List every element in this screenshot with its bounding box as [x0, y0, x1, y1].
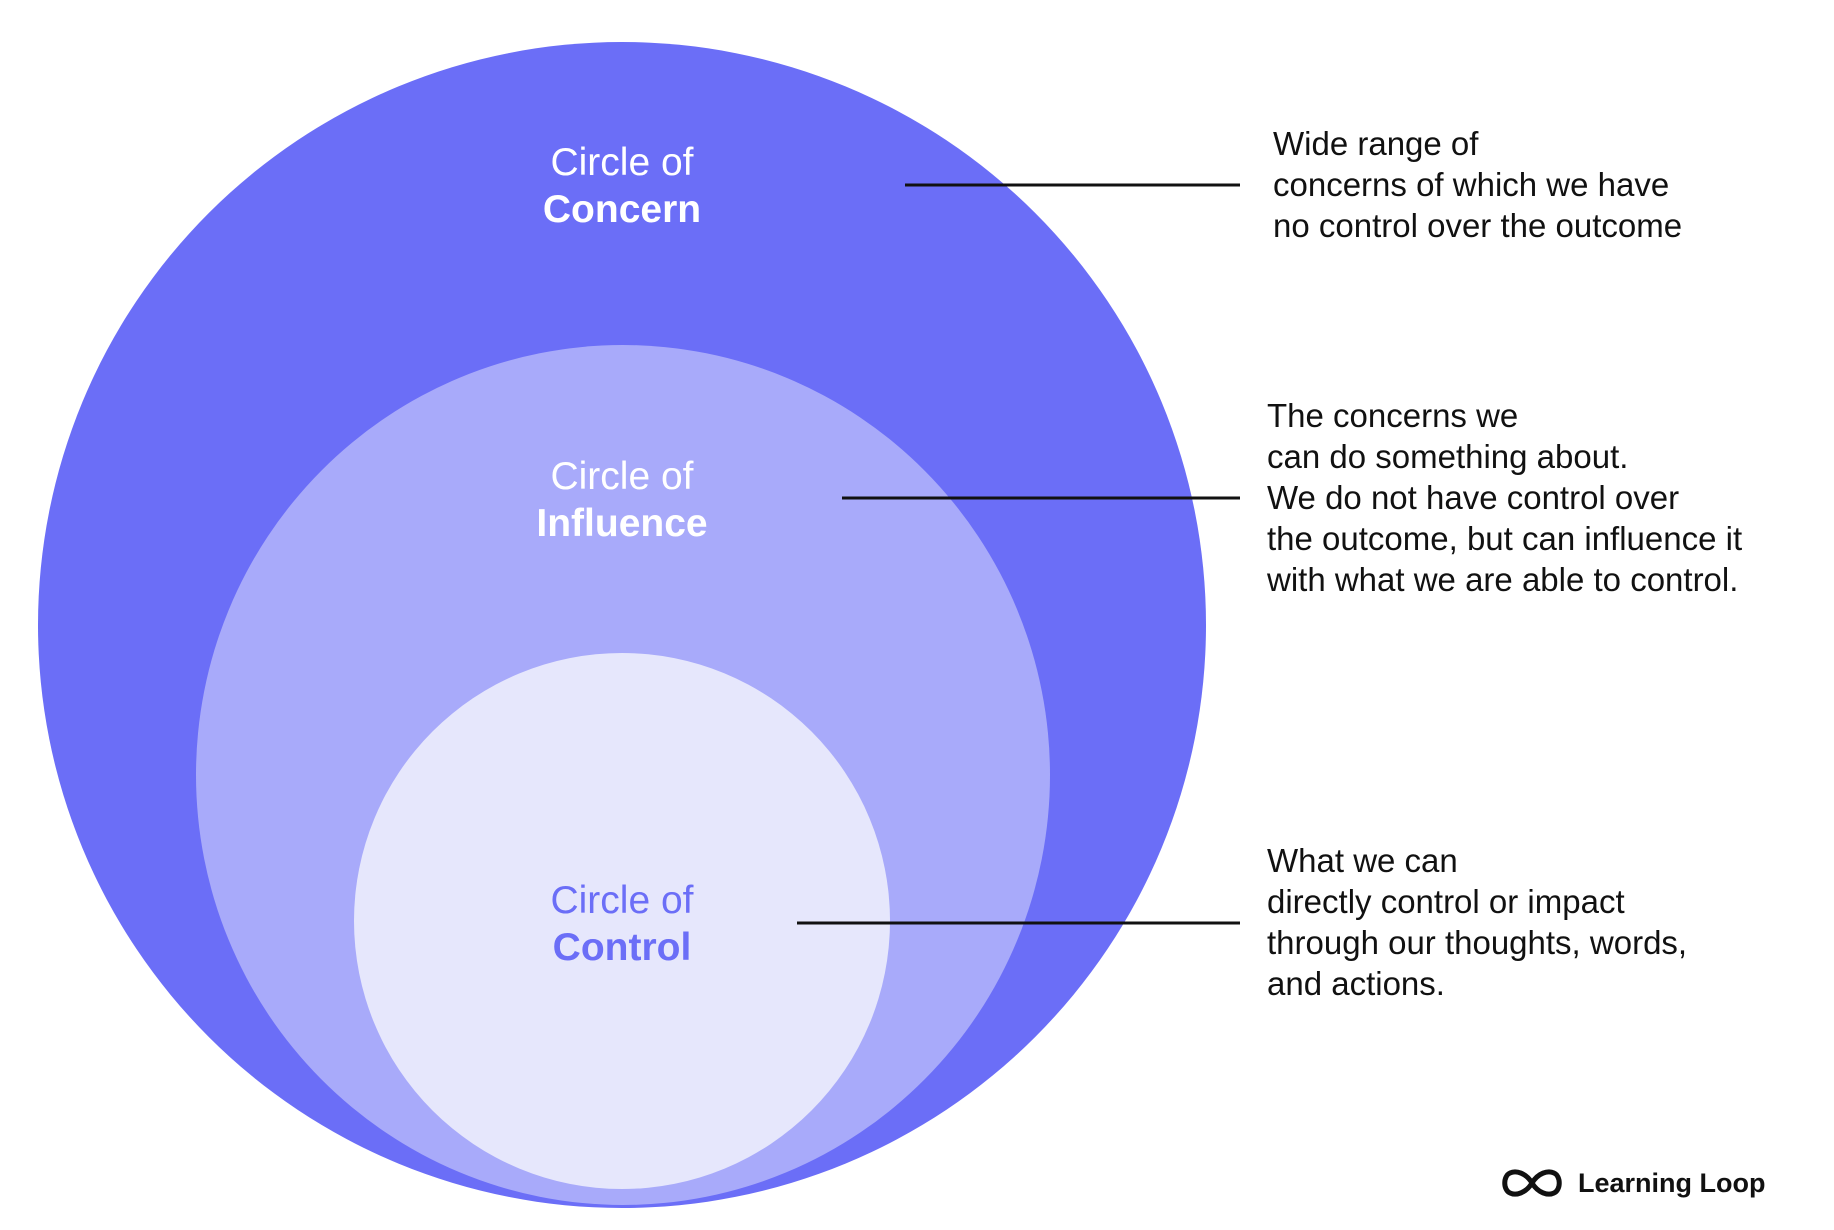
influence-label-top: Circle of [550, 455, 693, 498]
concern-label-bottom: Concern [543, 188, 701, 231]
influence-description: The concerns we can do something about. … [1267, 395, 1742, 600]
influence-description-line: with what we are able to control. [1267, 561, 1739, 598]
brand-logo: Learning Loop [1498, 1166, 1765, 1200]
control-description-line: What we can [1267, 842, 1458, 879]
control-description-line: directly control or impact [1267, 883, 1625, 920]
concern-description-line: Wide range of [1273, 125, 1479, 162]
brand-name: Learning Loop [1578, 1167, 1766, 1198]
influence-label-bottom: Influence [536, 502, 707, 545]
control-description-line: and actions. [1267, 965, 1445, 1002]
concern-description-line: concerns of which we have [1273, 166, 1670, 203]
influence-description-line: the outcome, but can influence it [1267, 520, 1743, 557]
control-description-line: through our thoughts, words, [1267, 924, 1688, 961]
concern-description: Wide range of concerns of which we have … [1273, 123, 1682, 246]
influence-description-line: We do not have control over [1267, 479, 1680, 516]
control-label-top: Circle of [550, 879, 693, 922]
control-description: What we can directly control or impact t… [1267, 840, 1687, 1004]
concern-description-line: no control over the outcome [1273, 207, 1683, 244]
influence-description-line: The concerns we [1267, 397, 1519, 434]
influence-description-line: can do something about. [1267, 438, 1629, 475]
concern-label-top: Circle of [550, 141, 693, 184]
control-label-bottom: Control [553, 926, 692, 969]
circle-of-control [354, 653, 890, 1189]
infinity-icon [1502, 1169, 1562, 1197]
